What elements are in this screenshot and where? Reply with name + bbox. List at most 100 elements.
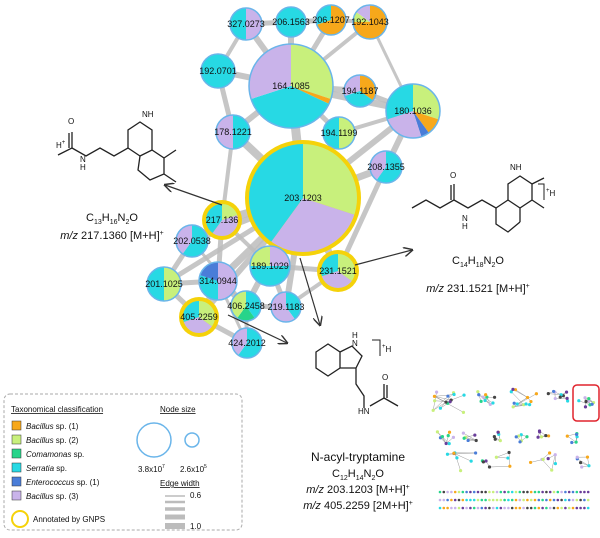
node-border (229, 7, 263, 41)
network-node[interactable]: 217.136 (202, 200, 242, 240)
thumb-singleton (514, 506, 518, 510)
thumb-node (519, 433, 523, 437)
network-node[interactable]: 231.1521 (317, 250, 359, 292)
thumb-singleton (491, 506, 495, 510)
network-node[interactable]: 189.1029 (249, 245, 291, 287)
pie-slice (353, 12, 370, 22)
thumb-node (506, 456, 510, 460)
network-node[interactable]: 178.1221 (214, 114, 252, 150)
thumb-edge (451, 394, 465, 401)
thumb-singleton (522, 506, 525, 510)
network-node[interactable]: 192.0701 (199, 53, 237, 89)
pie-slice (238, 328, 263, 359)
network-node[interactable]: 219.1183 (268, 291, 305, 323)
thumb-edge (434, 400, 451, 402)
node-size-large-swatch (136, 422, 172, 458)
thumb-node (529, 399, 533, 404)
pie-slice (316, 5, 331, 25)
network-node[interactable]: 194.1199 (321, 116, 358, 150)
network-node[interactable]: 203.1203 (245, 140, 361, 256)
thumb-singleton (491, 498, 495, 502)
thumb-node (553, 453, 557, 457)
thumb-singleton (545, 506, 548, 510)
thumb-singleton (548, 498, 552, 502)
node-border (230, 290, 262, 322)
network-node[interactable]: 164.1085 (248, 43, 334, 129)
thumb-singleton (571, 506, 575, 510)
arrow-to-231 (354, 250, 412, 266)
thumb-singleton (533, 498, 537, 502)
thumb-singleton (529, 506, 533, 510)
network-node[interactable]: 405.2259 (179, 297, 219, 337)
h-plus-center: +H (382, 344, 392, 354)
thumb-node (528, 403, 532, 407)
thumb-singleton (564, 498, 567, 502)
atom-o-right: O (450, 171, 456, 180)
legend-gnps-label: Annotated by GNPS (33, 515, 105, 524)
thumb-singleton (548, 490, 552, 494)
pie-slice (339, 117, 355, 149)
network-node[interactable]: 201.1025 (145, 266, 183, 302)
thumb-edge (463, 432, 477, 441)
network-node[interactable]: 327.0273 (227, 7, 265, 41)
arrow-to-217 (165, 185, 223, 206)
arrow-to-405 (227, 314, 287, 343)
node-label: 192.1043 (351, 17, 389, 27)
thumb-singleton (567, 506, 571, 510)
node-border (204, 202, 240, 238)
node-label: 314.0944 (199, 276, 237, 286)
thumb-singleton (586, 490, 590, 494)
thumb-node (479, 399, 483, 404)
thumb-singleton (522, 498, 525, 502)
node-label: 405.2259 (180, 312, 218, 322)
thumb-node (550, 468, 554, 472)
pie-slice (344, 91, 373, 108)
thumb-node (544, 433, 548, 438)
pie-slice (251, 86, 330, 128)
thumb-node (583, 405, 588, 409)
thumb-singleton (586, 506, 590, 510)
network-node[interactable]: 424.2012 (228, 327, 266, 359)
thumb-singleton (586, 498, 590, 502)
node-border (270, 291, 302, 323)
structure-right (411, 175, 545, 233)
node-border (200, 53, 236, 89)
network-node[interactable]: 406.2458 (227, 290, 265, 322)
thumb-edge (567, 435, 577, 443)
network-node[interactable]: 194.1187 (342, 74, 379, 108)
thumb-node (580, 465, 584, 469)
node-label: 231.1521 (319, 266, 357, 276)
thumb-singleton (469, 506, 472, 510)
thumb-node (433, 399, 437, 403)
network-node[interactable]: 202.0538 (173, 224, 211, 258)
thumb-node (473, 433, 477, 437)
thumb-singleton (583, 506, 586, 510)
thumb-singleton (450, 498, 453, 502)
network-node[interactable]: 206.1563 (272, 6, 310, 38)
thumb-node (515, 402, 519, 406)
node-label: 219.1183 (268, 302, 305, 312)
thumb-singleton (560, 490, 563, 494)
thumb-singleton (457, 498, 461, 502)
thumb-singleton (457, 506, 461, 510)
arrow-to-203 (299, 257, 320, 325)
pie-slice (271, 292, 295, 322)
pie-slice (182, 300, 199, 323)
network-node[interactable]: 208.1355 (367, 150, 405, 184)
thumb-singleton (556, 490, 560, 494)
thumb-singleton (575, 506, 579, 510)
pie-slice (246, 291, 262, 319)
thumb-singleton (461, 490, 465, 494)
network-node[interactable]: 192.1043 (351, 4, 389, 40)
network-node[interactable]: 314.0944 (198, 261, 238, 301)
node-border (247, 142, 359, 254)
atom-o-center: O (382, 373, 388, 382)
network-node[interactable]: 206.1207 (312, 4, 350, 36)
thumb-singleton (564, 490, 567, 494)
thumb-singleton (507, 490, 510, 494)
network-node[interactable]: 180.1036 (385, 83, 441, 139)
pie-slice (413, 111, 429, 137)
legend-taxa-list: Bacillus sp. (1)Bacillus sp. (2)Comamona… (11, 420, 100, 501)
thumb-singleton (526, 498, 529, 502)
node-border (231, 327, 263, 359)
